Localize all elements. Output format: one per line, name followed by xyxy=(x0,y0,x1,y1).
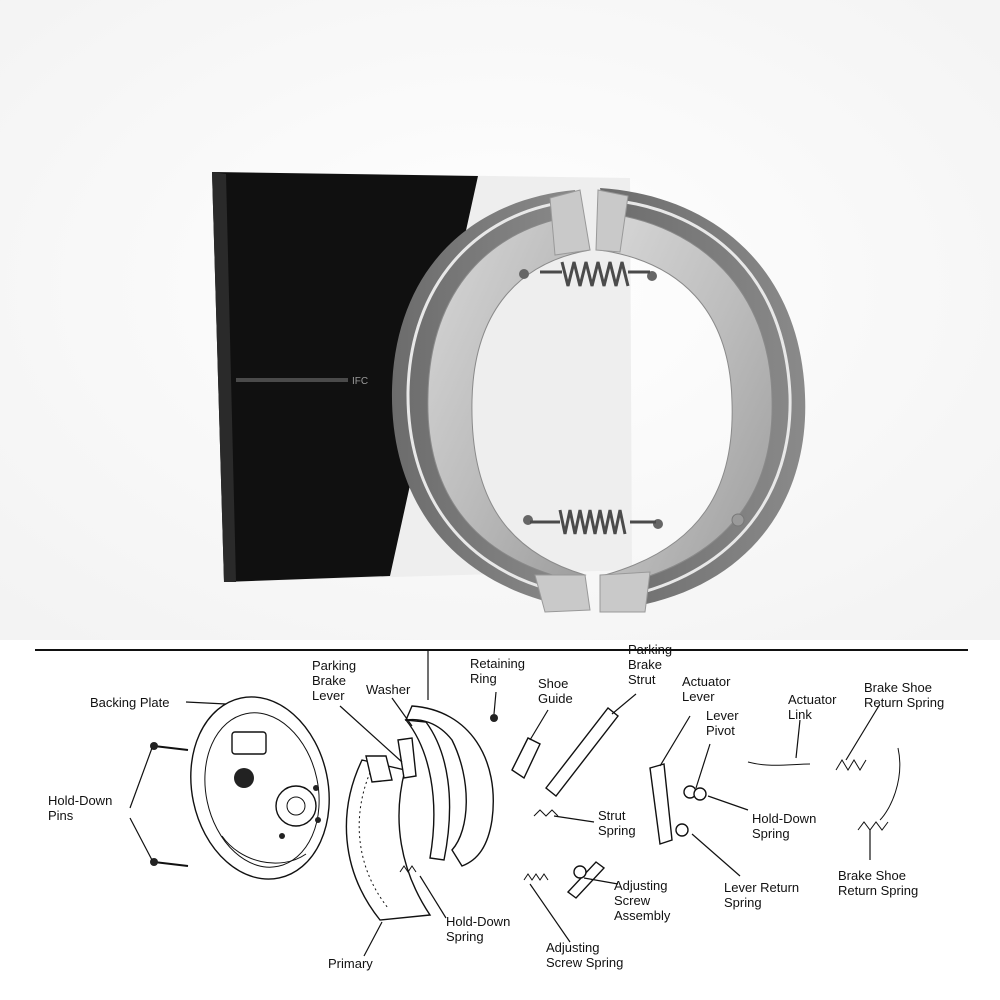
label-washer: Washer xyxy=(366,682,411,697)
shoe-guide-part xyxy=(511,737,541,780)
diagram-labels: Backing Plate Hold-Down Pins Parking Bra… xyxy=(48,642,944,971)
leader-lines xyxy=(129,650,881,957)
primary-shoe-part xyxy=(345,755,432,921)
label-parking-brake-lever: Parking Brake Lever xyxy=(312,658,360,703)
secondary-shoe-part xyxy=(404,705,494,867)
product-photo: IFC xyxy=(0,0,1000,640)
label-adjusting-screw-spring: Adjusting Screw Spring xyxy=(546,940,623,970)
brake-shoe-right xyxy=(595,188,806,613)
hold-down-spring-left-part xyxy=(399,865,417,873)
brake-shoe-return-spring-top-part xyxy=(835,759,867,771)
label-backing-plate: Backing Plate xyxy=(90,695,170,710)
parking-brake-lever-part xyxy=(397,737,417,779)
label-actuator-link: Actuator Link xyxy=(788,692,840,722)
label-strut-spring: Strut Spring xyxy=(598,808,636,838)
brake-shoe-return-spring-bottom-part xyxy=(857,747,901,831)
actuator-lever-part xyxy=(649,763,707,845)
label-parking-brake-strut: Parking Brake Strut xyxy=(628,642,676,687)
label-hold-down-spring-right: Hold-Down Spring xyxy=(752,811,820,841)
label-hold-down-spring-left: Hold-Down Spring xyxy=(446,914,514,944)
box-text: IFC xyxy=(352,376,368,387)
strut-part xyxy=(533,707,619,817)
spring-bottom xyxy=(530,509,656,535)
label-hold-down-pins: Hold-Down Pins xyxy=(48,793,116,823)
label-brake-shoe-return-spring-bottom: Brake Shoe Return Spring xyxy=(838,868,918,898)
actuator-link-part xyxy=(747,761,811,766)
label-lever-return-spring: Lever Return Spring xyxy=(724,880,803,910)
spring-top xyxy=(540,261,650,287)
label-actuator-lever: Actuator Lever xyxy=(682,674,734,704)
label-brake-shoe-return-spring-top: Brake Shoe Return Spring xyxy=(864,680,944,710)
label-adjusting-screw-assembly: Adjusting Screw Assembly xyxy=(614,878,671,923)
label-retaining-ring: Retaining Ring xyxy=(470,656,529,686)
adjusting-screw-assembly-part xyxy=(566,861,606,899)
exploded-diagram: Backing Plate Hold-Down Pins Parking Bra… xyxy=(0,640,1000,1000)
adjusting-screw-spring-part xyxy=(523,873,549,881)
label-shoe-guide: Shoe Guide xyxy=(538,676,573,706)
retaining-ring-part xyxy=(490,714,498,722)
backing-plate-part xyxy=(190,696,330,880)
label-primary: Primary xyxy=(328,956,373,971)
label-lever-pivot: Lever Pivot xyxy=(706,708,742,738)
brake-shoe-left xyxy=(391,189,591,613)
